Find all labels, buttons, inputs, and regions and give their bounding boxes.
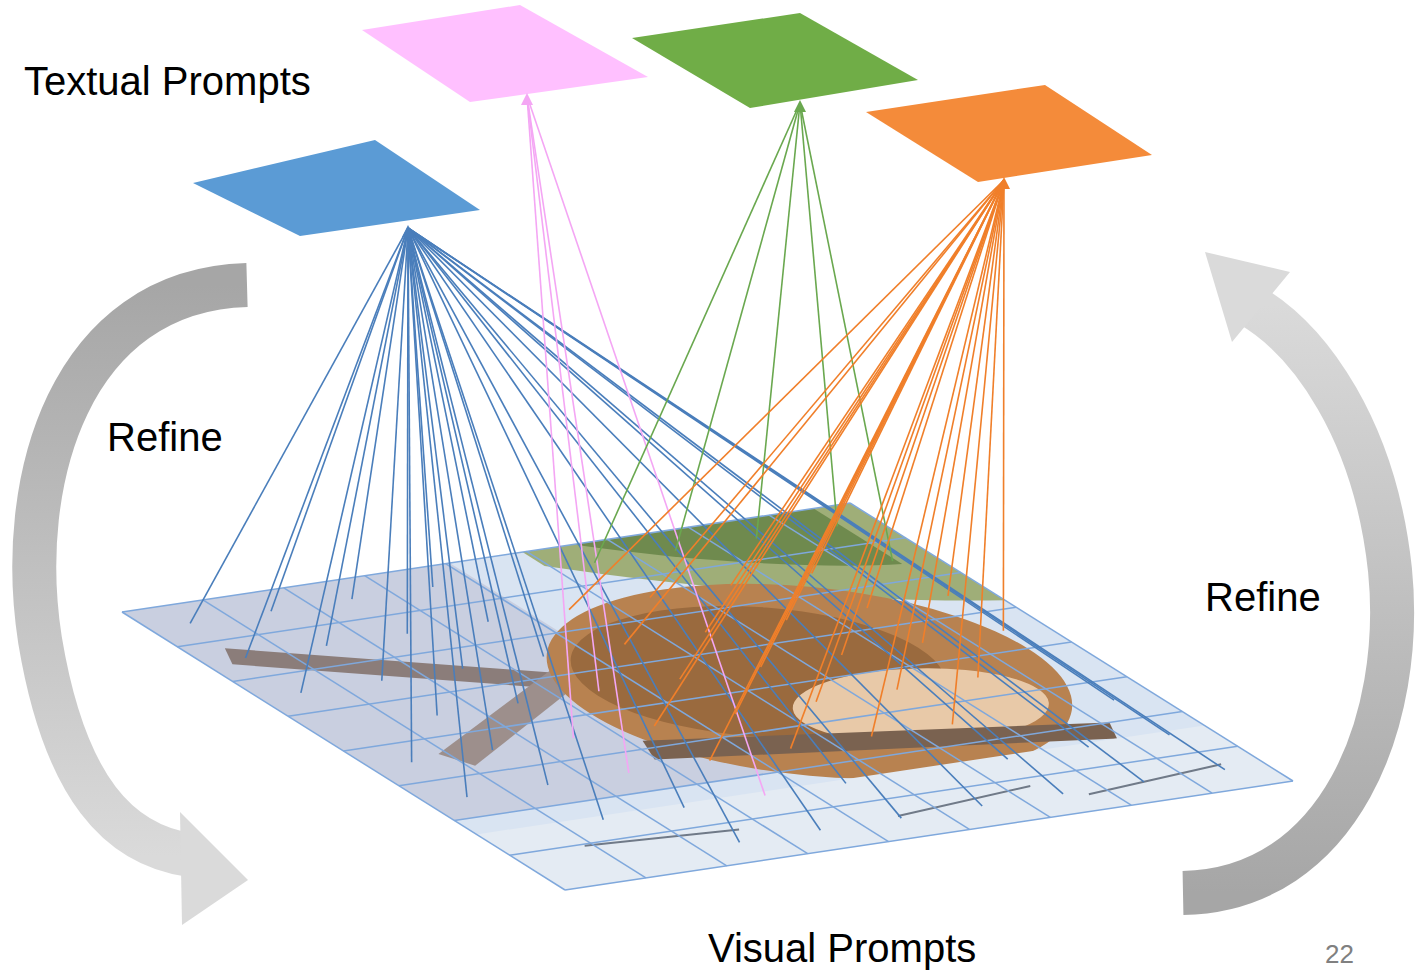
attention-line xyxy=(408,228,820,830)
visual-prompts-label: Visual Prompts xyxy=(706,925,978,971)
attention-line xyxy=(812,180,1004,573)
attention-lines xyxy=(190,93,1225,842)
arrow-head xyxy=(998,177,1010,189)
attention-line xyxy=(408,228,412,762)
attention-line xyxy=(842,180,1004,655)
attention-line xyxy=(595,103,800,563)
attention-line xyxy=(527,96,599,691)
attention-line xyxy=(800,103,837,526)
attention-line xyxy=(408,228,467,797)
attention-line xyxy=(408,228,1169,735)
attention-line xyxy=(731,180,1004,585)
attention-line xyxy=(871,180,1004,737)
grid-line xyxy=(510,746,1238,855)
attention-line xyxy=(271,228,408,611)
attention-line xyxy=(710,180,1004,761)
attention-line xyxy=(650,180,1004,598)
bird-image xyxy=(122,503,1293,890)
attention-line xyxy=(408,228,684,808)
arrow-head xyxy=(402,225,414,237)
textual-prompts-label: Textual Prompts xyxy=(22,58,313,104)
prompt-tile-blue xyxy=(193,140,480,236)
attention-line xyxy=(408,228,846,783)
refine-arrow-right xyxy=(1183,252,1392,893)
attention-line xyxy=(816,180,1004,702)
attention-line xyxy=(408,228,603,820)
attention-line xyxy=(952,180,1004,724)
grid-line xyxy=(288,607,1016,716)
arrow-head xyxy=(521,93,533,105)
prompt-tile-pink xyxy=(362,5,648,102)
attention-line xyxy=(569,180,1004,610)
page-number: 22 xyxy=(1323,940,1356,970)
attention-line xyxy=(624,180,1004,644)
attention-line xyxy=(897,180,1004,690)
grid-line xyxy=(565,781,1293,890)
patch-grid xyxy=(122,503,1293,890)
attention-line xyxy=(705,180,1004,632)
attention-line xyxy=(408,228,463,669)
attention-line xyxy=(352,228,408,599)
prompt-tile-green xyxy=(632,13,918,108)
attention-line xyxy=(756,103,800,539)
attention-line xyxy=(675,103,800,551)
prompt-tile-orange xyxy=(866,85,1152,182)
attention-line xyxy=(408,228,901,818)
grid-line xyxy=(122,503,850,612)
attention-line xyxy=(246,228,408,658)
arrow-head xyxy=(794,100,806,112)
attention-line xyxy=(408,228,544,656)
refine-label: Refine xyxy=(105,414,225,460)
attention-line xyxy=(301,228,408,693)
refine-label: Refine xyxy=(1203,574,1323,620)
attention-line xyxy=(408,228,1225,770)
attention-line xyxy=(527,96,629,773)
attention-line xyxy=(978,180,1004,678)
attention-line xyxy=(408,228,740,842)
attention-line xyxy=(382,228,408,681)
attention-line xyxy=(408,228,1114,700)
attention-line xyxy=(408,228,1144,782)
attention-line xyxy=(948,180,1004,596)
attention-line xyxy=(786,180,1004,620)
attention-line xyxy=(791,180,1004,749)
attention-line xyxy=(1003,180,1005,631)
